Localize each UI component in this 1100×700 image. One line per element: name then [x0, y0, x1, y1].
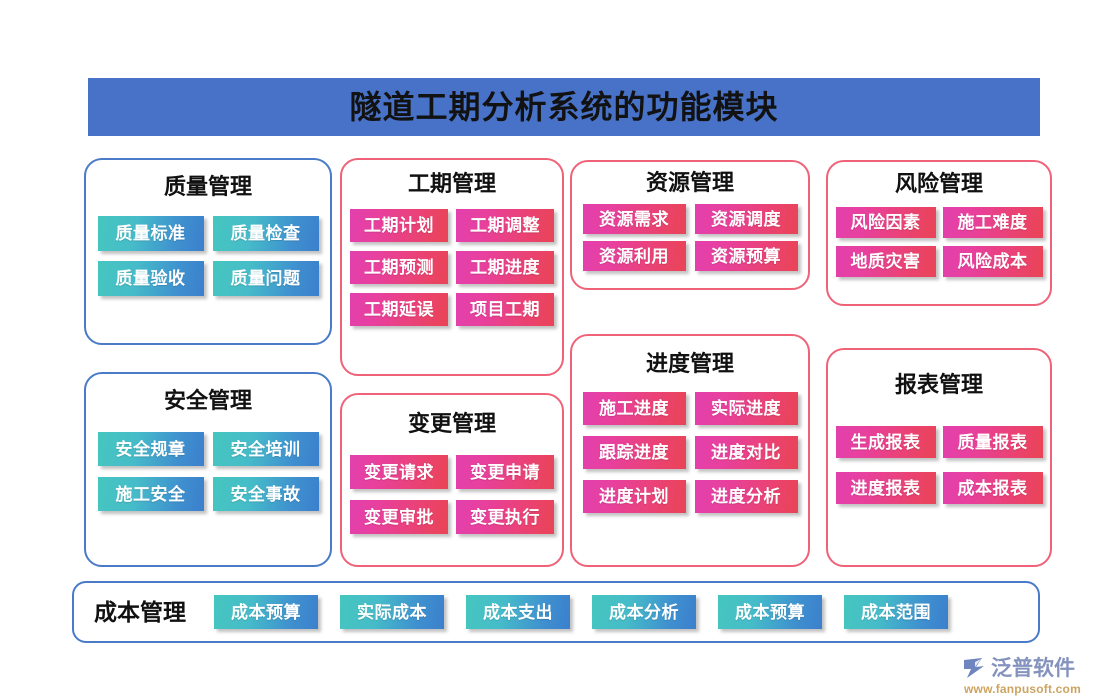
- panel-title-resource: 资源管理: [645, 170, 734, 195]
- chip-cost-scope[interactable]: 成本范围: [844, 595, 948, 629]
- panel-title-quality: 质量管理: [163, 174, 252, 199]
- brand-url: www.fanpusoft.com: [964, 682, 1081, 696]
- panel-title-safety: 安全管理: [163, 388, 252, 413]
- panel-schedule: 工期管理 工期计划 工期调整 工期预测 工期进度 工期延误 项目工期: [340, 158, 564, 376]
- chip-quality-standard[interactable]: 质量标准: [97, 216, 204, 251]
- chip-schedule-forecast[interactable]: 工期预测: [350, 251, 448, 284]
- chip-construction-difficulty[interactable]: 施工难度: [942, 207, 1043, 238]
- chip-actual-progress[interactable]: 实际进度: [694, 392, 798, 425]
- panel-quality: 质量管理 质量标准 质量检查 质量验收 质量问题: [84, 158, 332, 345]
- chip-schedule-delay[interactable]: 工期延误: [350, 293, 448, 326]
- panel-title-schedule: 工期管理: [407, 171, 496, 196]
- chip-grid-schedule: 工期计划 工期调整 工期预测 工期进度 工期延误 项目工期: [342, 209, 562, 326]
- chip-cost-analysis[interactable]: 成本分析: [592, 595, 696, 629]
- chip-project-duration[interactable]: 项目工期: [456, 293, 554, 326]
- panel-title-cost: 成本管理: [94, 599, 186, 625]
- panel-title-change: 变更管理: [407, 411, 496, 436]
- page-title-banner: 隧道工期分析系统的功能模块: [88, 78, 1040, 136]
- chip-progress-plan[interactable]: 进度计划: [582, 480, 686, 513]
- panel-change: 变更管理 变更请求 变更申请 变更审批 变更执行: [340, 393, 564, 567]
- panel-report: 报表管理 生成报表 质量报表 进度报表 成本报表: [826, 348, 1052, 567]
- chip-construction-safety[interactable]: 施工安全: [97, 477, 204, 511]
- brand-row: 泛普软件: [962, 655, 1094, 681]
- chip-progress-analysis[interactable]: 进度分析: [694, 480, 798, 513]
- chip-actual-cost[interactable]: 实际成本: [340, 595, 444, 629]
- chip-grid-change: 变更请求 变更申请 变更审批 变更执行: [342, 455, 562, 534]
- chip-quality-acceptance[interactable]: 质量验收: [97, 261, 204, 296]
- chip-resource-demand[interactable]: 资源需求: [582, 204, 686, 234]
- chip-resource-dispatch[interactable]: 资源调度: [694, 204, 798, 234]
- chip-cost-expenditure[interactable]: 成本支出: [466, 595, 570, 629]
- chip-grid-quality: 质量标准 质量检查 质量验收 质量问题: [86, 216, 330, 296]
- panel-cost: 成本管理 成本预算 实际成本 成本支出 成本分析 成本预算 成本范围: [72, 581, 1040, 643]
- chip-safety-accident[interactable]: 安全事故: [212, 477, 319, 511]
- chip-cost-budget-2[interactable]: 成本预算: [718, 595, 822, 629]
- chip-progress-comparison[interactable]: 进度对比: [694, 436, 798, 469]
- chip-cost-report[interactable]: 成本报表: [942, 472, 1043, 504]
- chip-grid-risk: 风险因素 施工难度 地质灾害 风险成本: [828, 207, 1050, 277]
- brand-name: 泛普软件: [991, 655, 1075, 680]
- fanpu-logo-icon: [964, 658, 984, 678]
- chip-track-progress[interactable]: 跟踪进度: [582, 436, 686, 469]
- brand-watermark: 泛普软件 www.fanpusoft.com: [962, 655, 1094, 697]
- panel-title-progress: 进度管理: [645, 351, 734, 376]
- chip-resource-budget[interactable]: 资源预算: [694, 241, 798, 271]
- chip-risk-factor[interactable]: 风险因素: [835, 207, 936, 238]
- chip-construction-progress[interactable]: 施工进度: [582, 392, 686, 425]
- chip-change-application[interactable]: 变更申请: [456, 455, 554, 489]
- chip-quality-report[interactable]: 质量报表: [942, 426, 1043, 458]
- panel-title-risk: 风险管理: [894, 171, 983, 196]
- chip-grid-progress: 施工进度 实际进度 跟踪进度 进度对比 进度计划 进度分析: [572, 392, 808, 513]
- chip-grid-report: 生成报表 质量报表 进度报表 成本报表: [828, 426, 1050, 504]
- chip-schedule-progress[interactable]: 工期进度: [456, 251, 554, 284]
- chip-grid-resource: 资源需求 资源调度 资源利用 资源预算: [572, 204, 808, 271]
- panel-safety: 安全管理 安全规章 安全培训 施工安全 安全事故: [84, 372, 332, 567]
- panel-progress: 进度管理 施工进度 实际进度 跟踪进度 进度对比 进度计划 进度分析: [570, 334, 810, 567]
- chip-schedule-adjust[interactable]: 工期调整: [456, 209, 554, 242]
- chip-safety-regulation[interactable]: 安全规章: [97, 432, 204, 466]
- chip-geological-hazard[interactable]: 地质灾害: [835, 246, 936, 277]
- chip-generate-report[interactable]: 生成报表: [835, 426, 936, 458]
- panel-title-report: 报表管理: [894, 372, 983, 397]
- chip-change-execution[interactable]: 变更执行: [456, 500, 554, 534]
- chip-quality-issue[interactable]: 质量问题: [212, 261, 319, 296]
- chip-cost-budget[interactable]: 成本预算: [214, 595, 318, 629]
- chip-quality-inspection[interactable]: 质量检查: [212, 216, 319, 251]
- chip-resource-usage[interactable]: 资源利用: [582, 241, 686, 271]
- panel-risk: 风险管理 风险因素 施工难度 地质灾害 风险成本: [826, 160, 1052, 306]
- chip-change-request[interactable]: 变更请求: [350, 455, 448, 489]
- panel-resource: 资源管理 资源需求 资源调度 资源利用 资源预算: [570, 160, 810, 290]
- chip-risk-cost[interactable]: 风险成本: [942, 246, 1043, 277]
- chip-schedule-plan[interactable]: 工期计划: [350, 209, 448, 242]
- chip-safety-training[interactable]: 安全培训: [212, 432, 319, 466]
- page-title: 隧道工期分析系统的功能模块: [349, 89, 779, 125]
- chip-change-approval[interactable]: 变更审批: [350, 500, 448, 534]
- chip-progress-report[interactable]: 进度报表: [835, 472, 936, 504]
- chip-grid-safety: 安全规章 安全培训 施工安全 安全事故: [86, 432, 330, 511]
